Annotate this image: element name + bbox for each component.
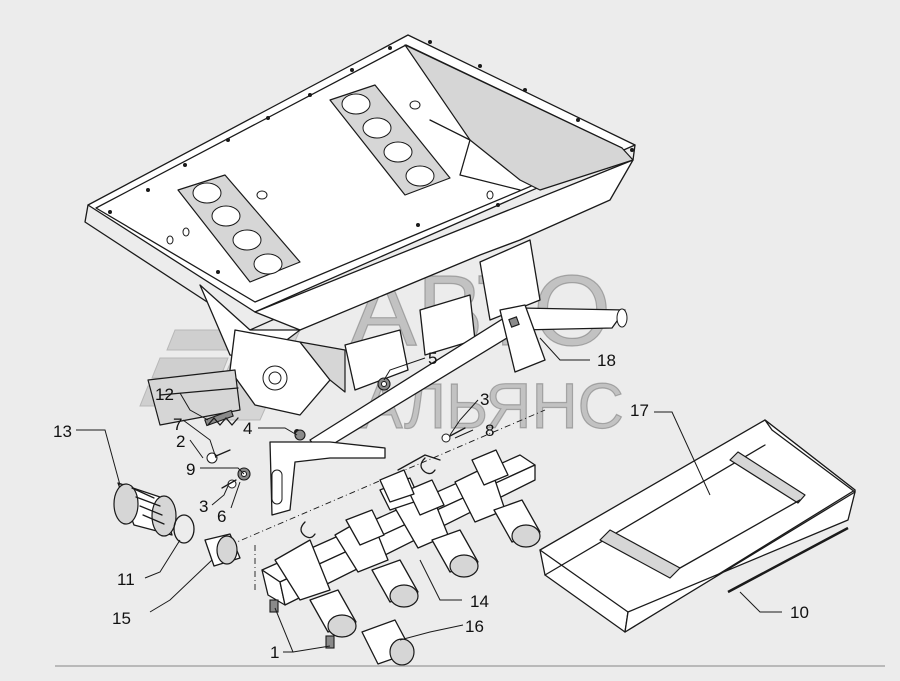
callout-2: 2 [176, 432, 185, 451]
hook-right [420, 457, 436, 475]
nut-4 [294, 429, 306, 441]
rod-10 [727, 526, 849, 594]
washer-8 [441, 433, 451, 443]
callout-10: 10 [790, 603, 809, 622]
seed-tube-manifold [229, 409, 546, 649]
washer-2 [206, 452, 218, 464]
callout-15: 15 [112, 609, 131, 628]
callout-6: 6 [217, 507, 226, 526]
seed-openings-right [329, 84, 451, 196]
seed-openings-left [177, 174, 301, 283]
callout-4: 4 [243, 419, 252, 438]
sleeve-16 [361, 619, 415, 666]
callout-9: 9 [186, 460, 195, 479]
spring-12 [204, 409, 234, 427]
hose-13 [113, 482, 177, 537]
callout-3-upper: 3 [480, 390, 489, 409]
callout-7: 7 [173, 415, 182, 434]
hose-clamp-11 [173, 514, 195, 544]
housing-3 [479, 239, 541, 321]
callout-18: 18 [597, 351, 616, 370]
callout-1: 1 [270, 643, 279, 662]
tray-17 [539, 419, 856, 633]
fasteners [204, 377, 466, 489]
metering-housings [147, 239, 541, 426]
callout-8: 8 [485, 421, 494, 440]
callout-17: 17 [630, 401, 649, 420]
sleeve-15 [204, 533, 241, 567]
bottom-housing-left [147, 369, 241, 426]
tube-outlets [309, 449, 541, 638]
callout-labels: 1 2 3 3 4 5 6 7 8 9 10 11 12 13 14 15 16… [53, 349, 809, 662]
leader-lines [76, 337, 782, 653]
callout-11: 11 [117, 570, 135, 589]
tray-rib-2 [729, 451, 806, 504]
lever-plate [269, 441, 386, 516]
callout-12: 12 [155, 385, 174, 404]
housing-1 [344, 329, 409, 391]
hook-left [300, 521, 316, 539]
callout-14: 14 [470, 592, 489, 611]
callout-13: 13 [53, 422, 72, 441]
callout-16: 16 [465, 617, 484, 636]
set-screw-upper [269, 599, 279, 613]
set-screw-lower [325, 635, 335, 649]
callout-5: 5 [428, 349, 437, 368]
hopper-frame [84, 34, 636, 361]
callout-3-lower: 3 [199, 497, 208, 516]
